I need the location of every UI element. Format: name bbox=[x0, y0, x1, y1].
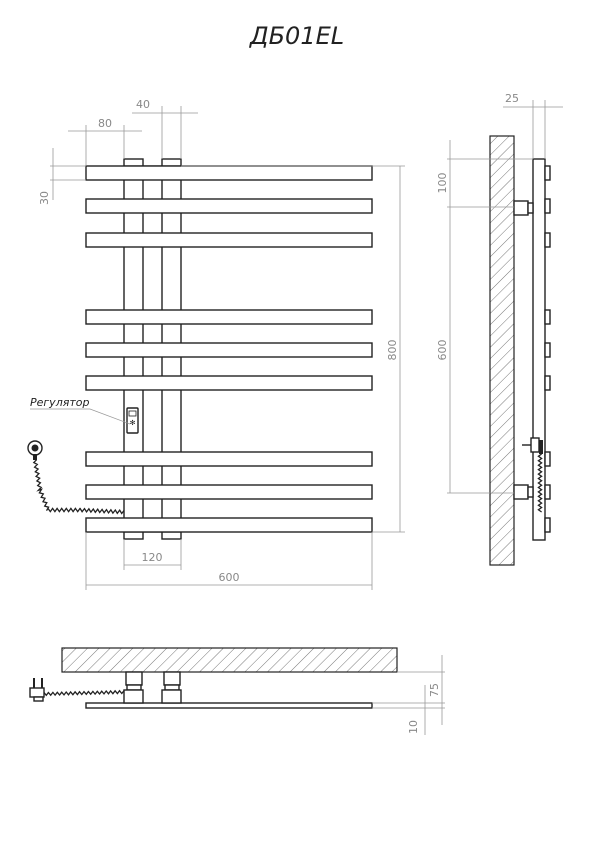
bar-end bbox=[544, 451, 551, 467]
bar-end bbox=[544, 198, 551, 214]
power-cord bbox=[32, 459, 125, 515]
side-dimensions: 25 100 600 bbox=[436, 92, 563, 494]
side-power-cord bbox=[537, 453, 543, 513]
plug-icon bbox=[27, 440, 43, 460]
svg-text:25: 25 bbox=[505, 92, 519, 105]
svg-text:✻: ✻ bbox=[130, 419, 136, 427]
wall-section-top bbox=[61, 647, 398, 673]
drawing-title: ДБ01EL bbox=[249, 22, 344, 50]
towel-bar bbox=[85, 451, 373, 467]
side-view: 25 100 600 bbox=[436, 92, 563, 566]
bar-end bbox=[544, 342, 551, 358]
wall-brackets bbox=[513, 200, 534, 500]
towel-bar bbox=[85, 517, 373, 533]
bar-end bbox=[544, 517, 551, 533]
bar-end bbox=[544, 309, 551, 325]
regulator: ✻ Регулятор bbox=[30, 396, 139, 434]
side-regulator bbox=[522, 437, 543, 454]
svg-text:800: 800 bbox=[386, 340, 399, 361]
towel-bar bbox=[85, 375, 373, 391]
svg-text:600: 600 bbox=[436, 340, 449, 361]
towel-bar bbox=[85, 198, 373, 214]
towel-bars bbox=[85, 165, 373, 533]
bar-end bbox=[544, 232, 551, 248]
bar-end bbox=[544, 484, 551, 500]
bar-end bbox=[544, 165, 551, 181]
plug-top-icon bbox=[29, 678, 45, 702]
front-view: ✻ Регулятор 80 40 30 800 120 bbox=[27, 98, 405, 590]
svg-text:100: 100 bbox=[436, 173, 449, 194]
towel-bar bbox=[85, 342, 373, 358]
towel-bar bbox=[85, 232, 373, 248]
top-brackets bbox=[123, 671, 182, 704]
svg-text:120: 120 bbox=[142, 551, 163, 564]
svg-text:40: 40 bbox=[136, 98, 150, 111]
top-dimensions: 75 10 bbox=[372, 655, 445, 735]
wall-section bbox=[489, 135, 515, 566]
svg-text:75: 75 bbox=[428, 683, 441, 697]
top-power-cord bbox=[43, 689, 125, 697]
svg-text:10: 10 bbox=[407, 720, 420, 734]
bar-ends bbox=[544, 165, 551, 533]
top-view: 75 10 bbox=[29, 647, 445, 735]
svg-text:30: 30 bbox=[38, 191, 51, 205]
svg-text:80: 80 bbox=[98, 117, 112, 130]
svg-text:600: 600 bbox=[219, 571, 240, 584]
dimensions: 80 40 30 800 120 600 bbox=[38, 98, 405, 590]
towel-bar bbox=[85, 484, 373, 500]
towel-bar bbox=[85, 309, 373, 325]
bar-end bbox=[544, 375, 551, 391]
regulator-label: Регулятор bbox=[30, 396, 89, 409]
towel-bar bbox=[85, 165, 373, 181]
